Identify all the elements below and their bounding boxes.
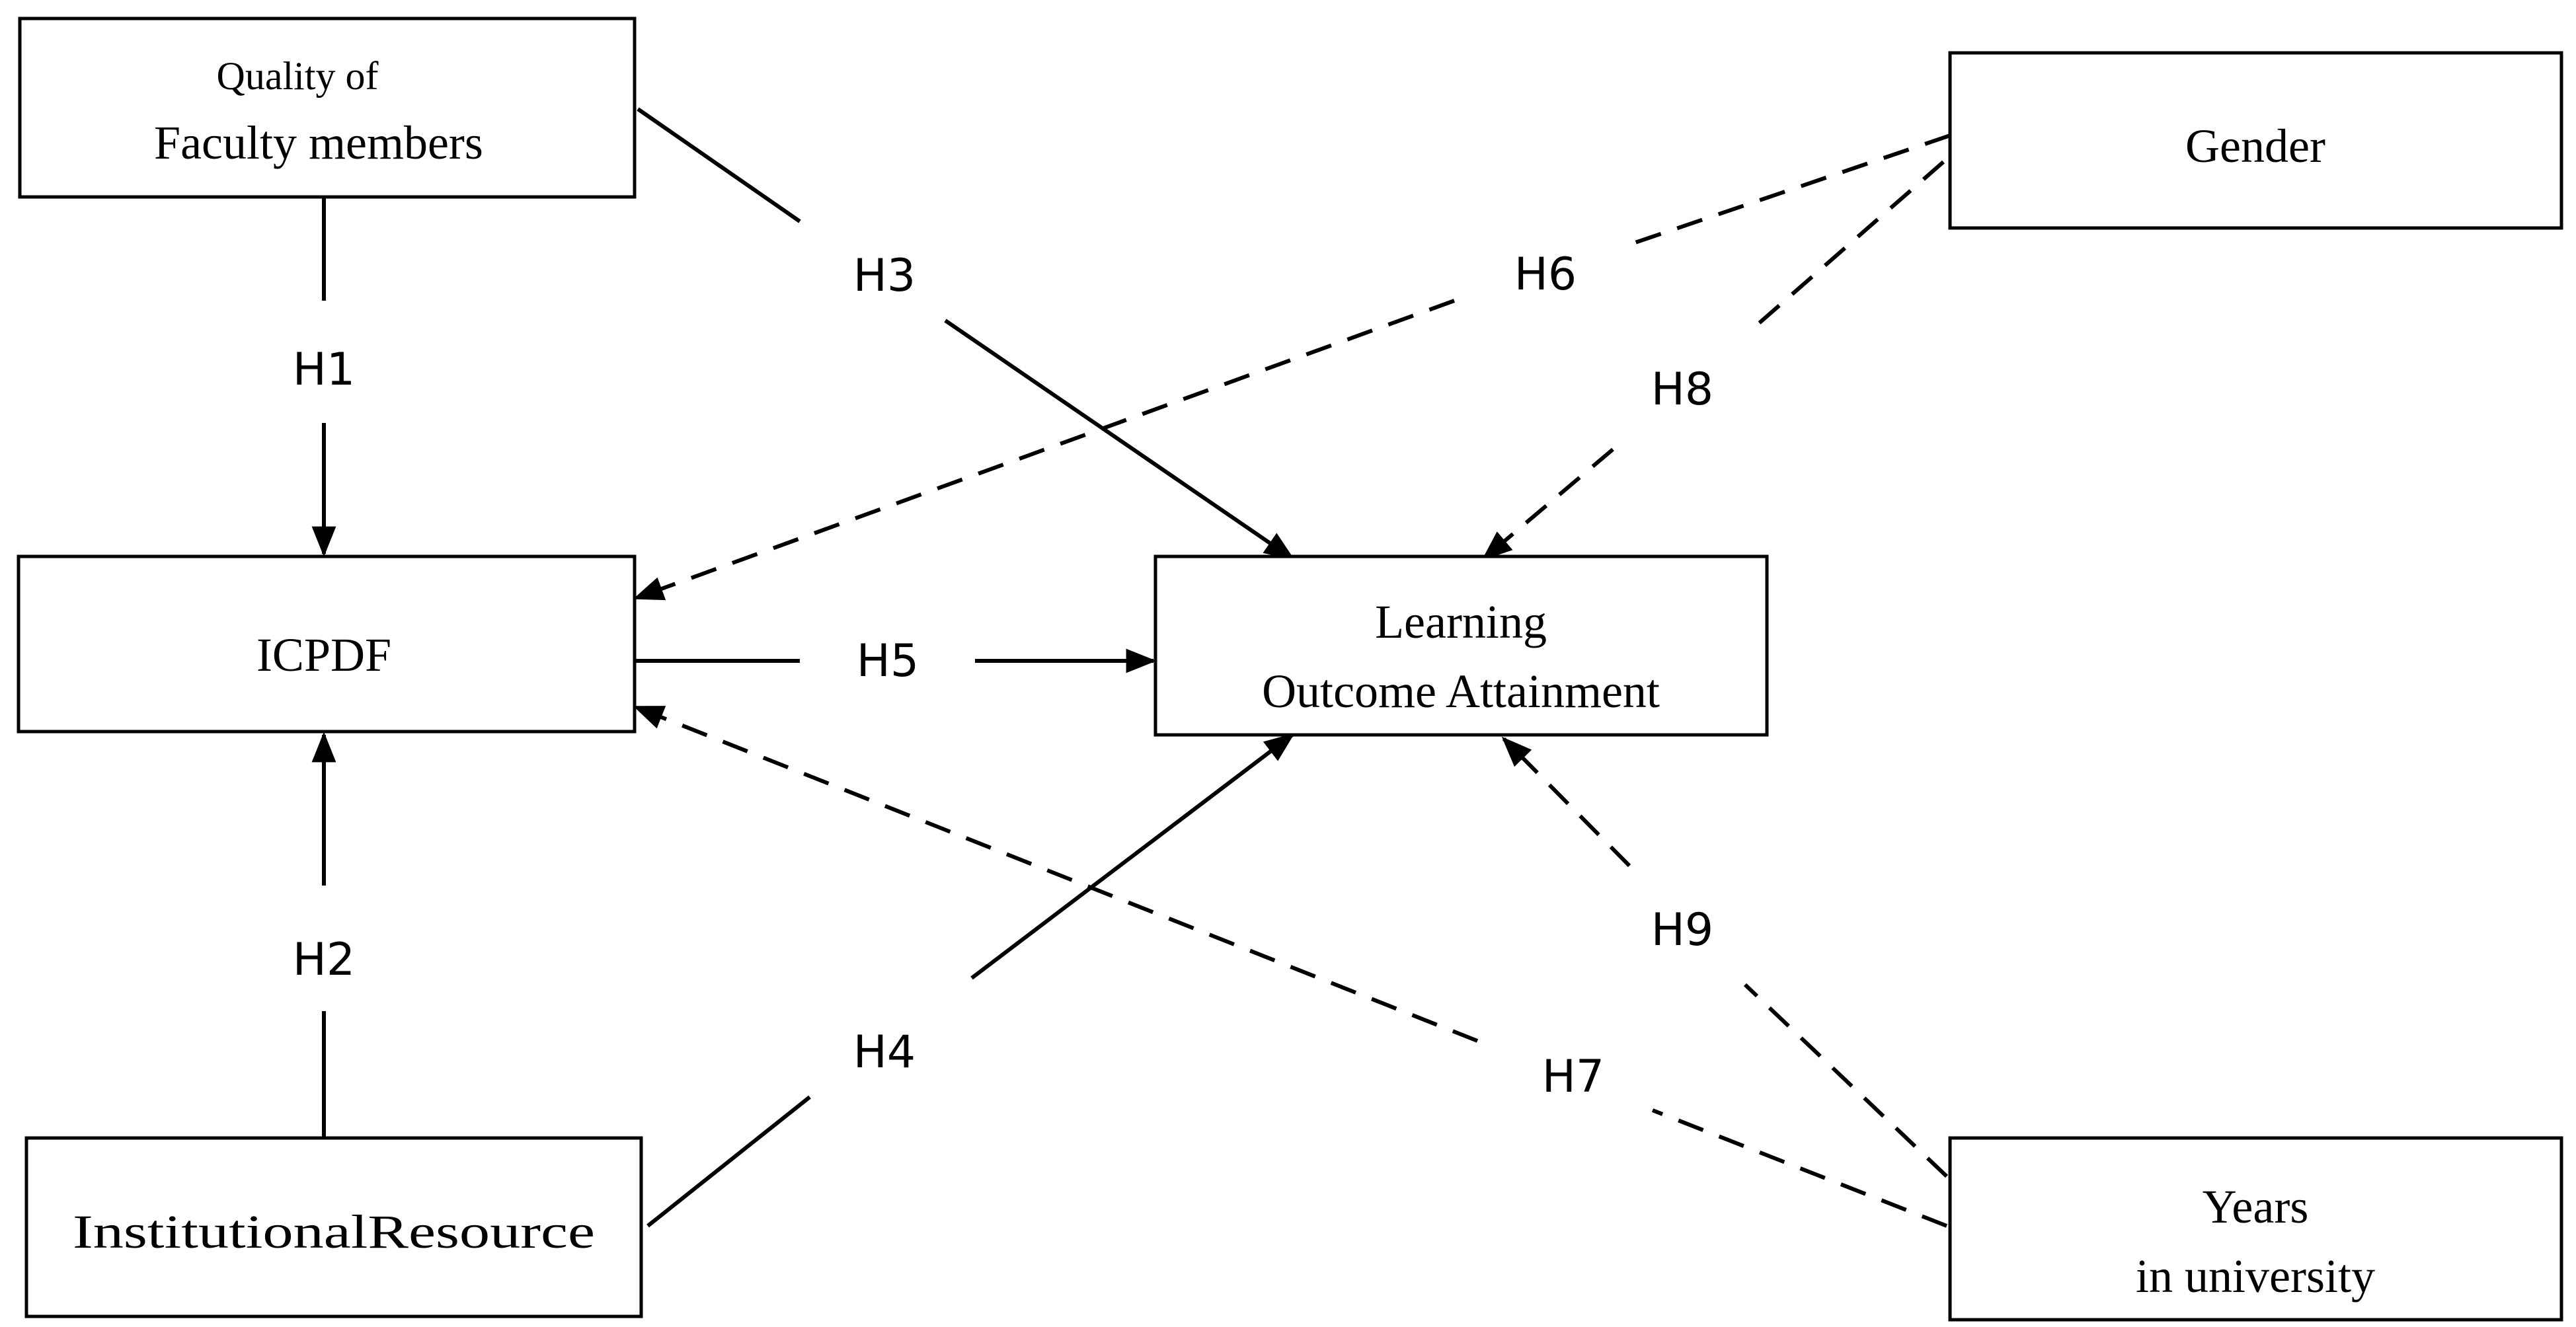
edge-label-h5: H5 [857,635,919,687]
node-icpdf: ICPDF [17,554,637,734]
edge-label-h2: H2 [293,934,355,986]
node-institutional-label: InstitutionalResource [73,1205,595,1258]
edge-h8: H8 [1481,160,1945,560]
edge-label-h3: H3 [853,250,916,302]
edge-label-h6: H6 [1514,248,1577,301]
node-years-in-university: Years in university [1948,1136,2563,1322]
edge-label-h1: H1 [293,344,355,396]
node-quality-line1: Quality of [217,54,379,98]
edge-h5: H5 [635,635,1157,687]
edge-h1: H1 [293,198,355,557]
node-icpdf-label: ICPDF [256,628,391,681]
node-quality-line2: Faculty members [154,116,483,169]
edge-h6: H6 [633,133,1951,601]
edge-label-h9: H9 [1651,904,1713,956]
edge-h9: H9 [1501,736,1949,1178]
edge-h7: H7 [633,705,1948,1228]
edge-label-h7: H7 [1542,1051,1604,1103]
node-quality-of-faculty: Quality of Faculty members [18,17,637,199]
edge-h3: H3 [637,107,1295,560]
edge-h2: H2 [293,732,355,1137]
node-learning-line1: Learning [1375,595,1547,648]
node-institutional-resource: InstitutionalResource [24,1136,643,1318]
node-learning-outcome: Learning Outcome Attainment [1153,554,1769,737]
node-gender-label: Gender [2185,120,2325,172]
node-years-line1: Years [2203,1180,2309,1233]
edge-label-h4: H4 [853,1026,916,1079]
node-gender: Gender [1948,51,2563,230]
edge-label-h8: H8 [1651,363,1713,416]
edge-h4: H4 [646,733,1295,1228]
node-years-line2: in university [2136,1250,2375,1303]
node-learning-line2: Outcome Attainment [1262,665,1660,718]
